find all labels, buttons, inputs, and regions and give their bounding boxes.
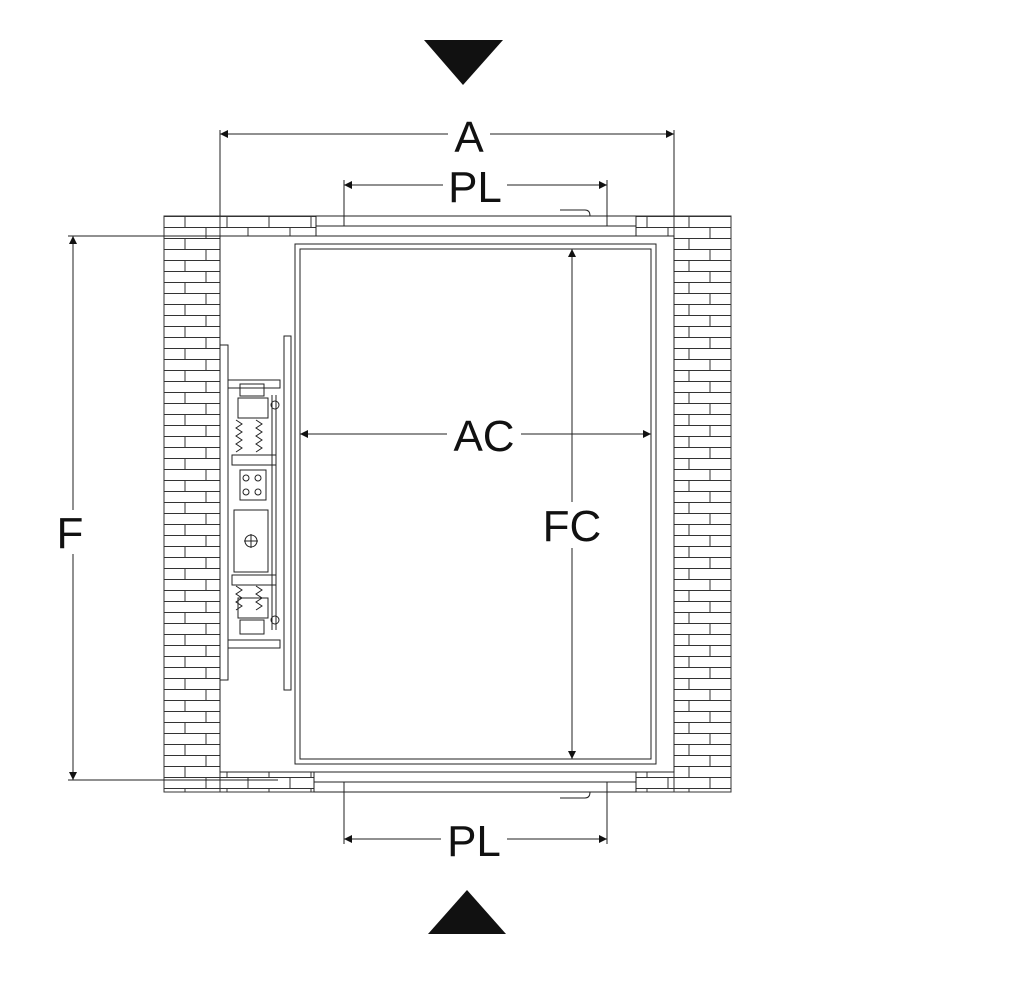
entrance-arrow-down-icon	[424, 40, 503, 85]
dimension-fc-label: FC	[543, 502, 602, 551]
dimension-pl-top: PL	[343, 163, 608, 226]
car-frame-assembly	[219, 335, 292, 691]
dimension-pl-bottom: PL	[343, 782, 608, 866]
dimension-a: A	[219, 112, 675, 216]
dimension-ac: AC	[300, 412, 651, 461]
dimension-f-label: F	[57, 509, 84, 558]
landing-door-bottom	[313, 771, 637, 799]
dimension-pl-top-label: PL	[448, 163, 502, 212]
shaft-walls	[163, 215, 732, 793]
landing-door-top	[315, 209, 637, 237]
dimension-pl-bottom-label: PL	[447, 817, 501, 866]
dimension-ac-label: AC	[453, 412, 514, 461]
entrance-arrow-up-icon	[428, 890, 506, 934]
dimension-f: F	[54, 235, 278, 781]
elevator-car	[294, 243, 657, 765]
dimension-fc: FC	[538, 249, 606, 759]
dimension-a-label: A	[454, 113, 484, 162]
